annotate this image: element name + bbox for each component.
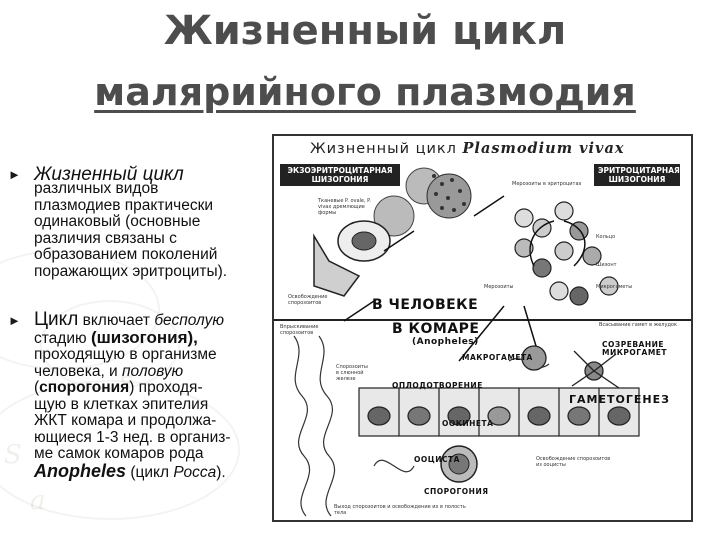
- sucked-label: Всасывание гамет в желудок: [599, 322, 677, 328]
- in-mosquito-heading: В КОМАРЕ: [392, 321, 480, 337]
- background-texture: S a e: [0, 0, 270, 540]
- sporogony-label: СПОРОГОНИЯ: [424, 487, 489, 496]
- ookinete-label: ООКИНЕТА: [442, 419, 494, 428]
- bullet-2-word: включает: [78, 312, 155, 329]
- merozoites-label: Мерозоиты: [484, 284, 514, 290]
- page-title-line-2: малярийного плазмодия: [94, 70, 636, 114]
- bullet-1-line: поражающих эритроциты).: [34, 262, 228, 280]
- gametogenesis-label: ГАМЕТОГЕНЕЗ: [569, 393, 670, 406]
- bullet-2-word: половую: [122, 362, 184, 380]
- lifecycle-diagram: Жизненный цикл Plasmodium vivax ЭКЗОЭРИТ…: [272, 134, 693, 522]
- in-human-heading: В ЧЕЛОВЕКЕ: [372, 297, 479, 313]
- bullet-2-line: ме самок комаров рода: [34, 445, 204, 462]
- bullet-2-word: человека, и: [34, 362, 123, 380]
- bullet-1-text: различных видов плазмодиев практически о…: [34, 180, 266, 280]
- bullet-2-word: ).: [216, 463, 226, 481]
- diagram-title: Жизненный цикл Plasmodium vivax: [310, 140, 625, 157]
- bullet-1-line: плазмодиев практически: [34, 196, 214, 214]
- merozoites-erythro-label: Мерозоиты в эритроцитах: [512, 181, 582, 187]
- bullet-2-word: Anopheles: [34, 460, 127, 481]
- bullet-2-line: проходящую в организме: [34, 346, 217, 363]
- microgametes-label: Микрогаметы: [596, 284, 633, 290]
- ring-label: Кольцо: [596, 234, 616, 240]
- oocyst-label: ООЦИСТА: [414, 455, 460, 464]
- anopheles-subheading: (Anopheles): [412, 337, 479, 347]
- page-title-line-1: Жизненный цикл: [163, 8, 567, 54]
- bullet-2-word: Цикл: [34, 309, 79, 330]
- bullet-2-word: стадию: [34, 329, 91, 347]
- bite-label: Впрыскивание спорозоитов: [280, 324, 319, 336]
- erythrocytic-label: ЭРИТРОЦИТАРНАЯ ШИЗОГОНИЯ: [594, 164, 680, 186]
- merozoite-cluster-icon: [432, 174, 466, 212]
- sporozoite-exit-label: Выход спорозоитов и освобождение их в по…: [334, 504, 466, 516]
- bullet-1-line: различных видов: [34, 180, 159, 197]
- release-sporozoites-label: Освобождение спорозоитов: [288, 294, 328, 306]
- fertilization-label: ОПЛОДОТВОРЕНИЕ: [392, 381, 483, 390]
- bullet-2-line: ющиеся 1-3 нед. в организ-: [34, 428, 231, 446]
- macrogamete-label: МАКРОГАМЕТА: [462, 353, 533, 362]
- schizont-label: Шизонт: [596, 262, 617, 268]
- bullet-2-word: (: [34, 379, 40, 396]
- bullet-2-text: Цикл включает бесполую стадию (шизогония…: [34, 309, 266, 481]
- bullet-1-line: образованием поколений: [34, 246, 218, 263]
- triangle-bullet-icon: ►: [8, 313, 21, 328]
- bullet-2-word: ) проходя-: [129, 379, 203, 396]
- bullet-2-word: бесполую: [154, 312, 225, 329]
- sporozoites-salivary-label: Спорозоиты в слюнной железе: [336, 364, 368, 382]
- oocyst-release-label: Освобождение спорозоитов из ооцисты: [536, 456, 611, 468]
- bullet-1-heading: Жизненный цикл: [34, 164, 184, 185]
- exoerythrocytic-label: ЭКЗОЭРИТРОЦИТАРНАЯ ШИЗОГОНИЯ: [280, 164, 400, 186]
- microgamete-maturation-label: СОЗРЕВАНИЕ МИКРОГАМЕТ: [602, 340, 668, 357]
- bullet-2-word: Росса: [173, 463, 217, 481]
- bullet-1-line: одинаковый (основные: [34, 213, 201, 230]
- diagram-title-ru: Жизненный цикл: [310, 141, 463, 157]
- triangle-bullet-icon: ►: [8, 167, 21, 182]
- tissue-forms-label: Тканевые P. ovale, P. vivax дремлющие фо…: [318, 198, 372, 216]
- bullet-2-line: ЖКТ комара и продолжа-: [34, 412, 217, 429]
- bullet-2-word: спорогония: [39, 379, 130, 396]
- lifecycle-illustration: [274, 167, 691, 517]
- microgamete-icon: [571, 350, 620, 389]
- bullet-2-word: (цикл: [126, 463, 174, 481]
- bullet-2-line: щую в клетках эпителия: [34, 395, 209, 413]
- bullet-1-line: различия связаны с: [34, 229, 177, 247]
- diagram-title-lat: Plasmodium vivax: [462, 140, 625, 157]
- bullet-2-word: (шизогония),: [90, 327, 198, 347]
